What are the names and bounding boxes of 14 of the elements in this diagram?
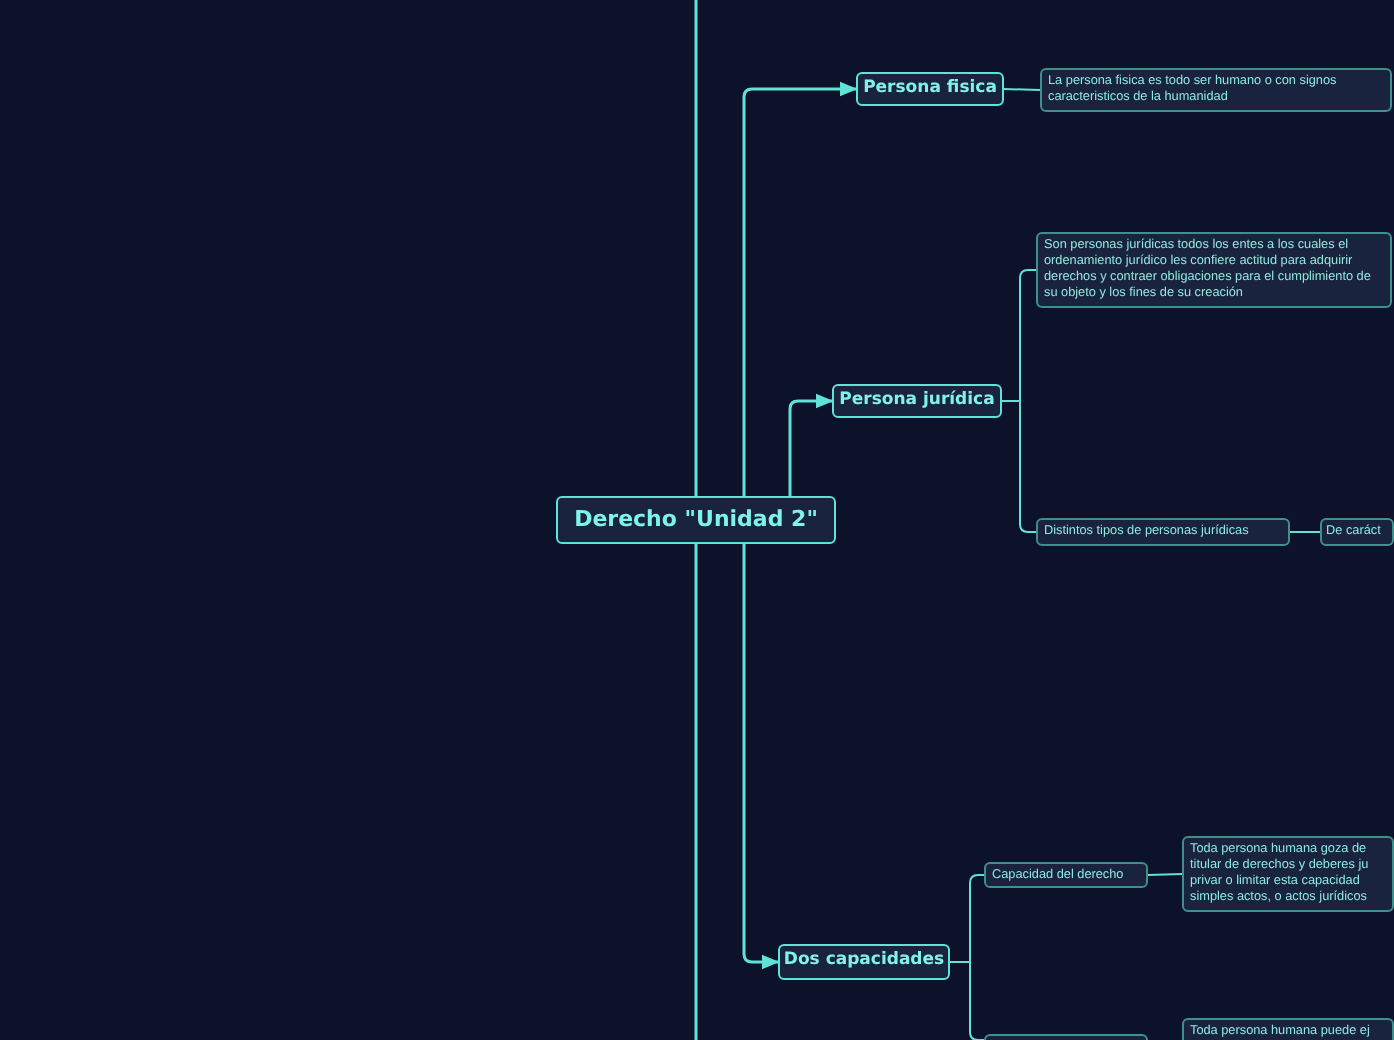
connector <box>694 544 698 1040</box>
topic-box: Persona fisica <box>856 72 1004 106</box>
connector <box>1289 531 1321 533</box>
topic-box: Persona jurídica <box>832 384 1002 418</box>
connector <box>742 544 780 970</box>
connector <box>694 0 698 496</box>
connector <box>1001 400 1037 533</box>
central-topic: Derecho "Unidad 2" <box>556 496 836 544</box>
connector <box>1003 88 1041 91</box>
connector <box>788 393 834 496</box>
connector <box>1147 873 1183 876</box>
connector <box>949 961 985 1040</box>
connector <box>742 81 858 496</box>
topic-box: Dos capacidades <box>778 944 950 980</box>
